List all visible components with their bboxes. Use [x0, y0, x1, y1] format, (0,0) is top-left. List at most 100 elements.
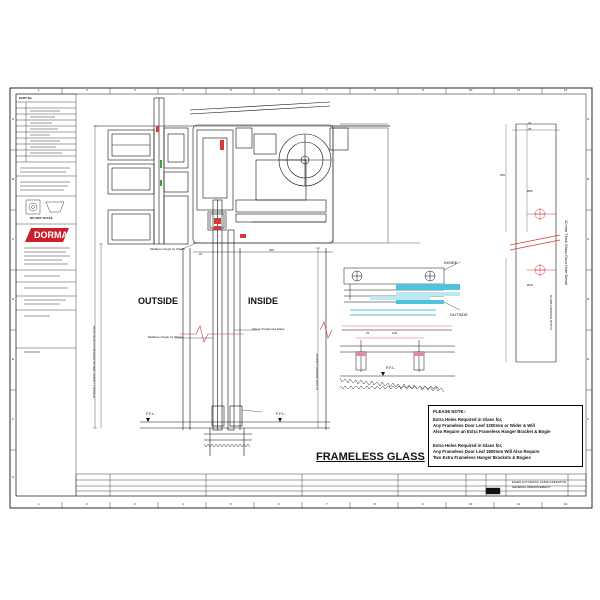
header-dimension-box — [193, 123, 389, 253]
glass-door-section — [182, 199, 327, 431]
col-label-bottom-5: 5 — [230, 502, 232, 506]
notes-line-1: Extra Holes Required in Glass for, — [433, 417, 503, 422]
col-label-10: 10 — [469, 88, 473, 92]
col-label-4: 4 — [182, 88, 184, 92]
operator-header — [192, 124, 349, 244]
gravel-hatch — [339, 377, 445, 393]
dorma-logo: DORMA — [25, 228, 69, 242]
col-label-6: 6 — [278, 88, 280, 92]
col-label-12: 12 — [564, 88, 568, 92]
col-label-bottom-12: 12 — [564, 502, 568, 506]
col-label-1: 1 — [38, 88, 40, 92]
plan-dimensions — [342, 325, 452, 339]
row-label-right-d: D — [587, 297, 590, 301]
notes-box: PLEASE NOTE:- Extra Holes Required in Gl… — [428, 405, 583, 467]
outside-label: OUTSIDE — [138, 296, 179, 306]
dim-31: 31 — [528, 121, 532, 125]
col-label-bottom-10: 10 — [469, 502, 473, 506]
col-label-bottom-4: 4 — [182, 502, 184, 506]
row-label-d: D — [12, 297, 15, 301]
glass-hole-detail — [505, 123, 560, 363]
bottom-title-strip — [75, 473, 587, 497]
col-label-bottom-6: 6 — [278, 502, 280, 506]
row-label-right-a: A — [587, 117, 590, 121]
col-label-bottom-1: 1 — [38, 502, 40, 506]
col-label-7: 7 — [326, 88, 328, 92]
dim-21: 21 — [366, 331, 370, 335]
glass-door-hole-detail-label: 10 mm Thick Glass Door Hole Detail — [564, 220, 569, 285]
plan-section-lines — [350, 309, 436, 316]
row-label-a: A — [12, 117, 15, 121]
company-name: DORMA — [34, 230, 68, 240]
dim-22: 22 — [199, 252, 203, 256]
floor-lines — [140, 421, 330, 456]
floor-guide-pink — [356, 352, 424, 356]
notes-line-2: Any Frameless Door Leaf 1200mm or Wider … — [433, 423, 535, 428]
detail-leaders — [388, 242, 461, 311]
gravel-hatch-elevation — [203, 443, 251, 448]
elevation-dimension-lines — [93, 125, 320, 429]
ffl-left-label: F.F.L. — [146, 411, 156, 416]
col-label-11: 11 — [517, 88, 521, 92]
col-label-bottom-7: 7 — [326, 502, 328, 506]
dim-010: Ø10 — [527, 283, 533, 287]
col-label-2: 2 — [86, 88, 88, 92]
ffl-markers — [146, 372, 385, 422]
break-lines — [180, 321, 333, 343]
col-label-3: 3 — [134, 88, 136, 92]
dim-45: 45 — [528, 127, 532, 131]
drawing-title-line2: GENERAL ARRANGEMENT — [512, 485, 551, 489]
title-block-column — [15, 93, 77, 497]
row-label-right-c: C — [587, 237, 590, 241]
notes-line-6: Two Extra Frameless Hanger Brackets & Bo… — [433, 455, 531, 460]
col-label-8: 8 — [374, 88, 376, 92]
notes-line-3: Also Require an Extra Frameless Hanger B… — [433, 429, 551, 434]
callout-leaders — [175, 242, 263, 413]
row-label-right-b: B — [587, 177, 590, 181]
col-label-9: 9 — [422, 88, 424, 92]
clear-opening-height-label: CLEAR OPENING HEIGHT — [315, 353, 319, 390]
frameless-glass-title: FRAMELESS GLASS — [316, 451, 425, 463]
row-label-g: G — [12, 475, 15, 479]
do-not-scale-label: DO NOT SCALE — [30, 216, 53, 220]
glass-door-red-marks — [214, 218, 246, 238]
col-label-bottom-3: 3 — [134, 502, 136, 506]
glass-hole-circles — [509, 208, 561, 276]
row-label-b: B — [12, 177, 15, 181]
outside-plan-label: OUTSIDE — [450, 312, 468, 317]
fixing-note: Multilever Angle by Others — [150, 247, 186, 251]
col-label-bottom-9: 9 — [422, 502, 424, 506]
title-block-text-lines — [20, 110, 70, 353]
row-label-f: F — [12, 417, 14, 421]
col-label-bottom-2: 2 — [86, 502, 88, 506]
sheet-outer-border — [9, 87, 593, 509]
row-label-right-f: F — [587, 417, 589, 421]
row-label-e: E — [12, 357, 15, 361]
clear-opening-width-label: CLEAR OPENING WIDTH — [549, 294, 553, 330]
col-label-bottom-11: 11 — [517, 502, 521, 506]
plan-glass — [370, 284, 460, 304]
row-label-right-e: E — [587, 357, 590, 361]
notes-heading: PLEASE NOTE:- — [433, 409, 467, 414]
overall-height-label: OVERALL HEIGHT ABOVE FINISHED FLOOR LEVE… — [92, 324, 96, 398]
ffl-plan-label: F.F.L. — [386, 365, 396, 370]
col-label-5: 5 — [230, 88, 232, 92]
notes-line-5: Any Frameless Door Leaf 1800mm Will Also… — [433, 449, 540, 454]
floor-note: Multilever Angle by Others — [148, 335, 184, 339]
frame-red-accents — [156, 126, 224, 150]
column-grid-ticks — [10, 88, 592, 508]
part-no-label: PART No — [19, 96, 32, 100]
inside-plan-label: INSIDE — [444, 260, 458, 265]
col-label-bottom-8: 8 — [374, 502, 376, 506]
frame-accents — [160, 160, 162, 186]
dim-200: 200 — [269, 248, 275, 252]
notes-line-4: Extra Holes Required in Glass for, — [433, 443, 503, 448]
drawing-title-line1: ES200 AUTOMATIC SLIDE OPERATOR — [512, 480, 566, 484]
ceiling-line — [95, 101, 390, 127]
frame-profile-left — [107, 97, 189, 245]
ffl-right-label: F.F.L. — [276, 411, 286, 416]
dim-25: Ø25 — [527, 189, 533, 193]
inside-label: INSIDE — [248, 296, 279, 306]
glass-note: 10mm Toughened Glass — [252, 327, 285, 331]
